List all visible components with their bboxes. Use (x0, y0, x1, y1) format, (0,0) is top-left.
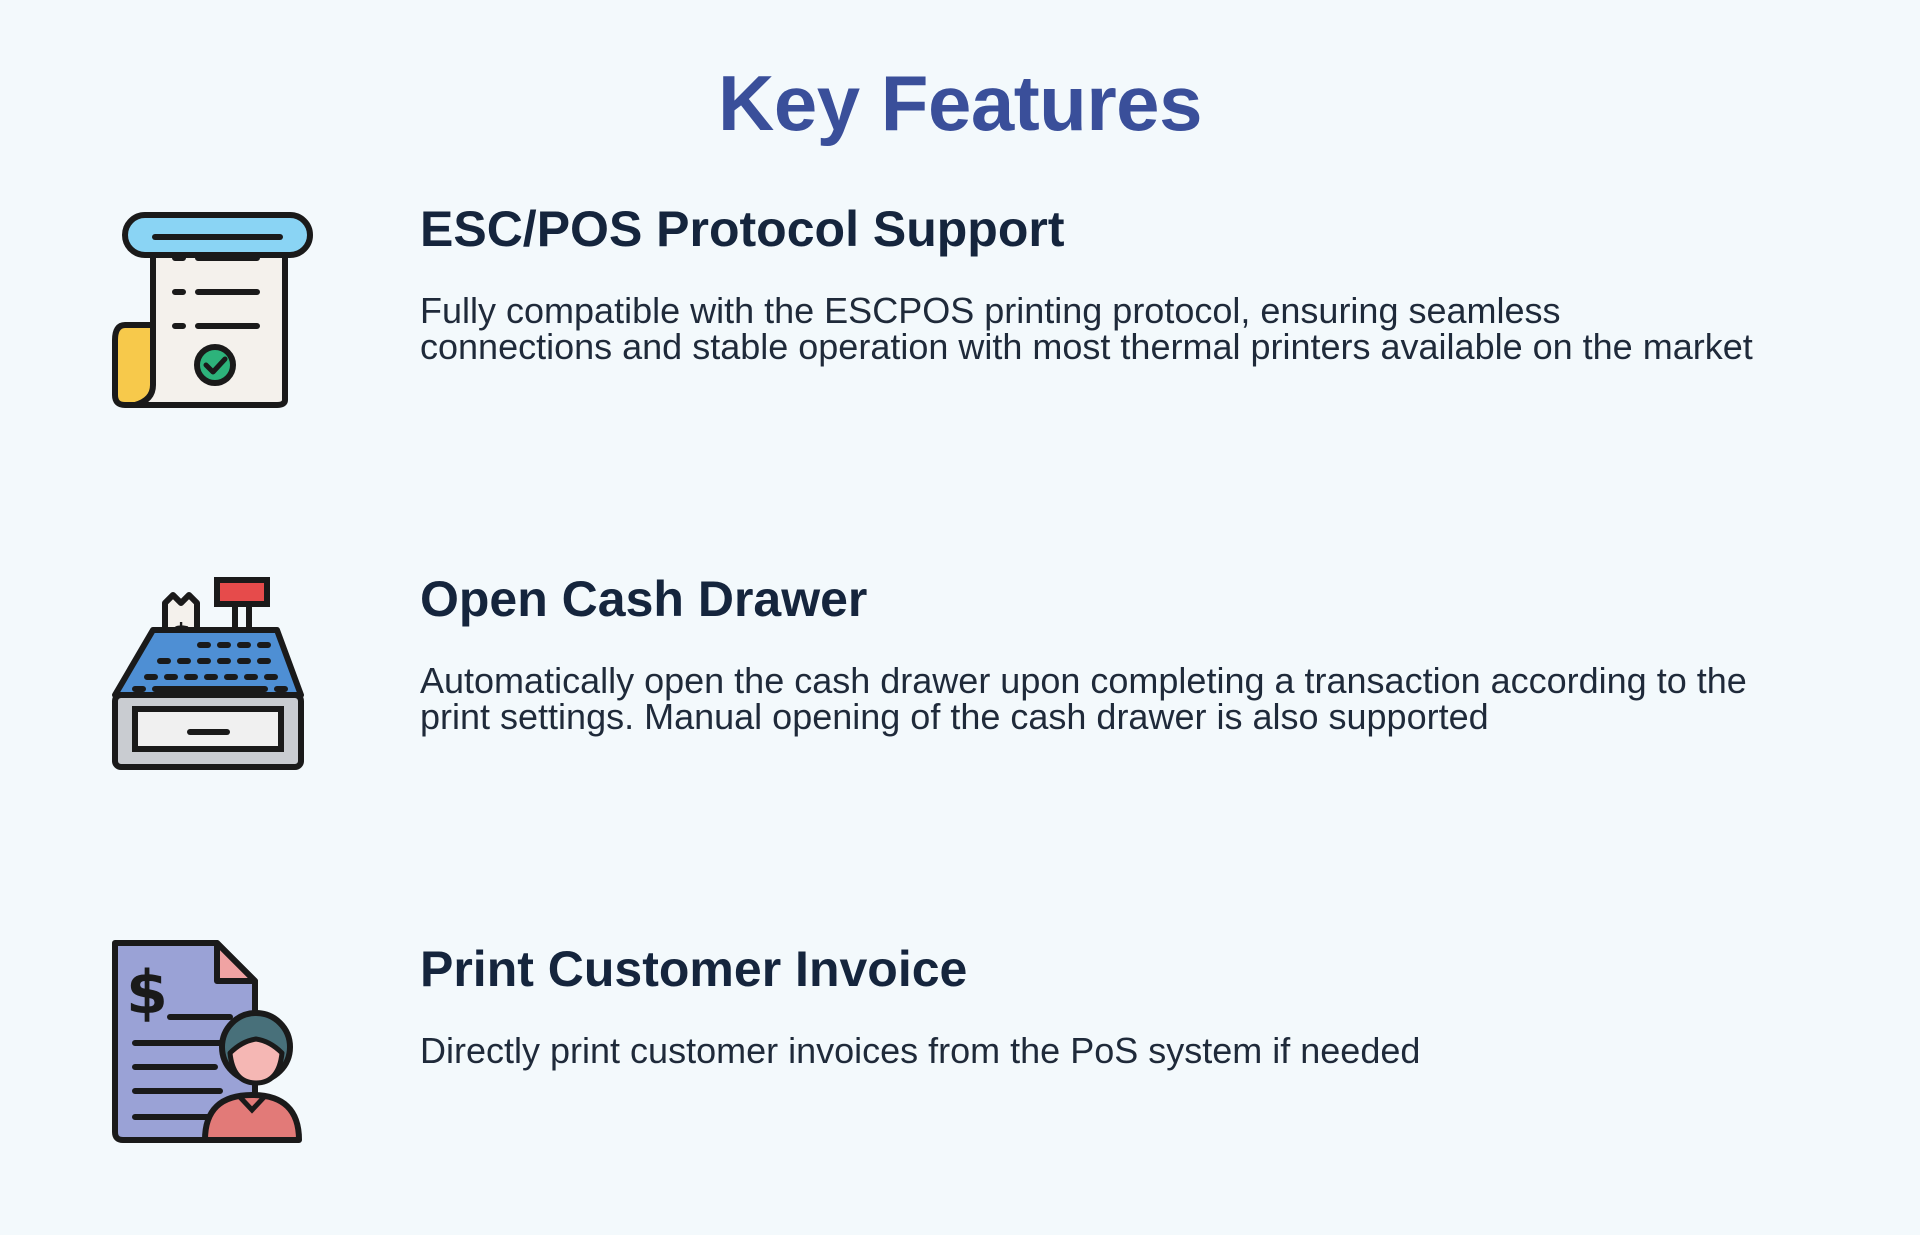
feature-description: Automatically open the cash drawer upon … (420, 660, 1747, 737)
svg-text:$: $ (126, 958, 168, 1028)
feature-heading: ESC/POS Protocol Support (420, 201, 1065, 257)
receipt-check-icon (105, 195, 325, 415)
page-title: Key Features (718, 59, 1202, 147)
feature-customer-invoice: $ Print Customer Invoice Directly print … (0, 935, 1920, 1235)
feature-escpos: ESC/POS Protocol Support Fully compatibl… (0, 195, 1920, 495)
feature-description: Fully compatible with the ESCPOS printin… (420, 290, 1753, 367)
feature-heading: Print Customer Invoice (420, 941, 968, 997)
cash-register-icon: $ (105, 565, 325, 785)
feature-heading: Open Cash Drawer (420, 571, 868, 627)
feature-cash-drawer: $ Open Cash Drawer Automatically open th… (0, 565, 1920, 865)
feature-description: Directly print customer invoices from th… (420, 1030, 1421, 1071)
invoice-customer-icon: $ (105, 935, 325, 1155)
